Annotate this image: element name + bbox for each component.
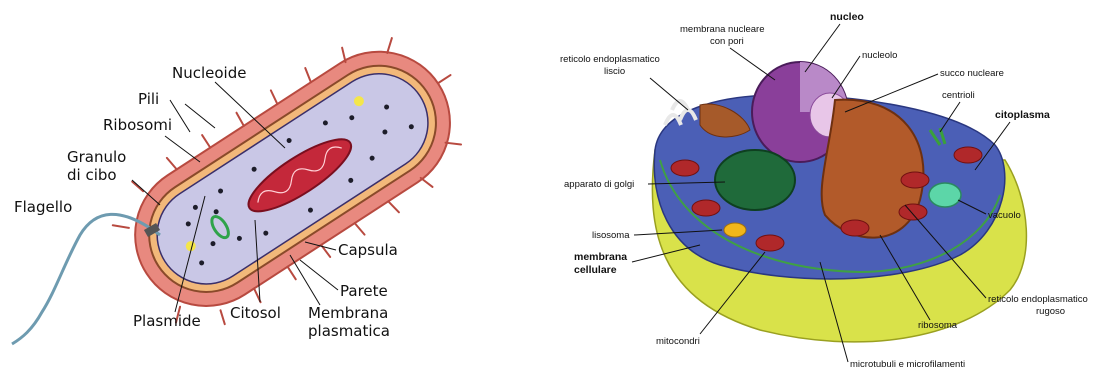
label-reticolo-rugoso-2: rugoso bbox=[1036, 306, 1065, 317]
label-membrana-nucleare-2: con pori bbox=[710, 36, 744, 47]
label-granulo-1: Granulo bbox=[67, 148, 126, 166]
label-mitocondri: mitocondri bbox=[656, 336, 700, 347]
label-reticolo-liscio-2: liscio bbox=[604, 66, 625, 77]
label-nucleolo: nucleolo bbox=[862, 50, 897, 61]
golgi-apparatus bbox=[715, 150, 795, 210]
label-granulo-2: di cibo bbox=[67, 166, 117, 184]
label-nucleo: nucleo bbox=[830, 11, 864, 23]
label-capsula: Capsula bbox=[338, 241, 398, 259]
label-apparato-golgi: apparato di golgi bbox=[564, 179, 634, 190]
label-membrana-cellulare-2: cellulare bbox=[574, 264, 617, 276]
label-citosol: Citosol bbox=[230, 304, 281, 322]
label-citoplasma: citoplasma bbox=[995, 109, 1050, 121]
label-membrana-1: Membrana bbox=[308, 304, 388, 322]
label-membrana-nucleare-1: membrana nucleare bbox=[680, 24, 765, 35]
label-flagello: Flagello bbox=[14, 198, 72, 216]
label-microtubuli: microtubuli e microfilamenti bbox=[850, 359, 965, 370]
lysosome bbox=[724, 223, 746, 237]
eukaryotic-cell-illustration bbox=[652, 62, 1026, 342]
label-lisosoma: lisosoma bbox=[592, 230, 630, 241]
label-ribosoma: ribosoma bbox=[918, 320, 958, 331]
label-reticolo-liscio-1: reticolo endoplasmatico bbox=[560, 54, 660, 65]
vacuole bbox=[929, 183, 961, 207]
label-parete: Parete bbox=[340, 282, 388, 300]
label-nucleoide: Nucleoide bbox=[172, 64, 246, 82]
label-membrana-cellulare-1: membrana bbox=[574, 251, 627, 263]
label-reticolo-rugoso-1: reticolo endoplasmatico bbox=[988, 294, 1088, 305]
label-pili: Pili bbox=[138, 90, 159, 108]
label-succo-nucleare: succo nucleare bbox=[940, 68, 1004, 79]
label-ribosomi: Ribosomi bbox=[103, 116, 172, 134]
label-centrioli: centrioli bbox=[942, 90, 975, 101]
label-plasmide: Plasmide bbox=[133, 312, 201, 330]
label-membrana-2: plasmatica bbox=[308, 322, 390, 340]
label-vacuolo: vacuolo bbox=[988, 210, 1021, 221]
